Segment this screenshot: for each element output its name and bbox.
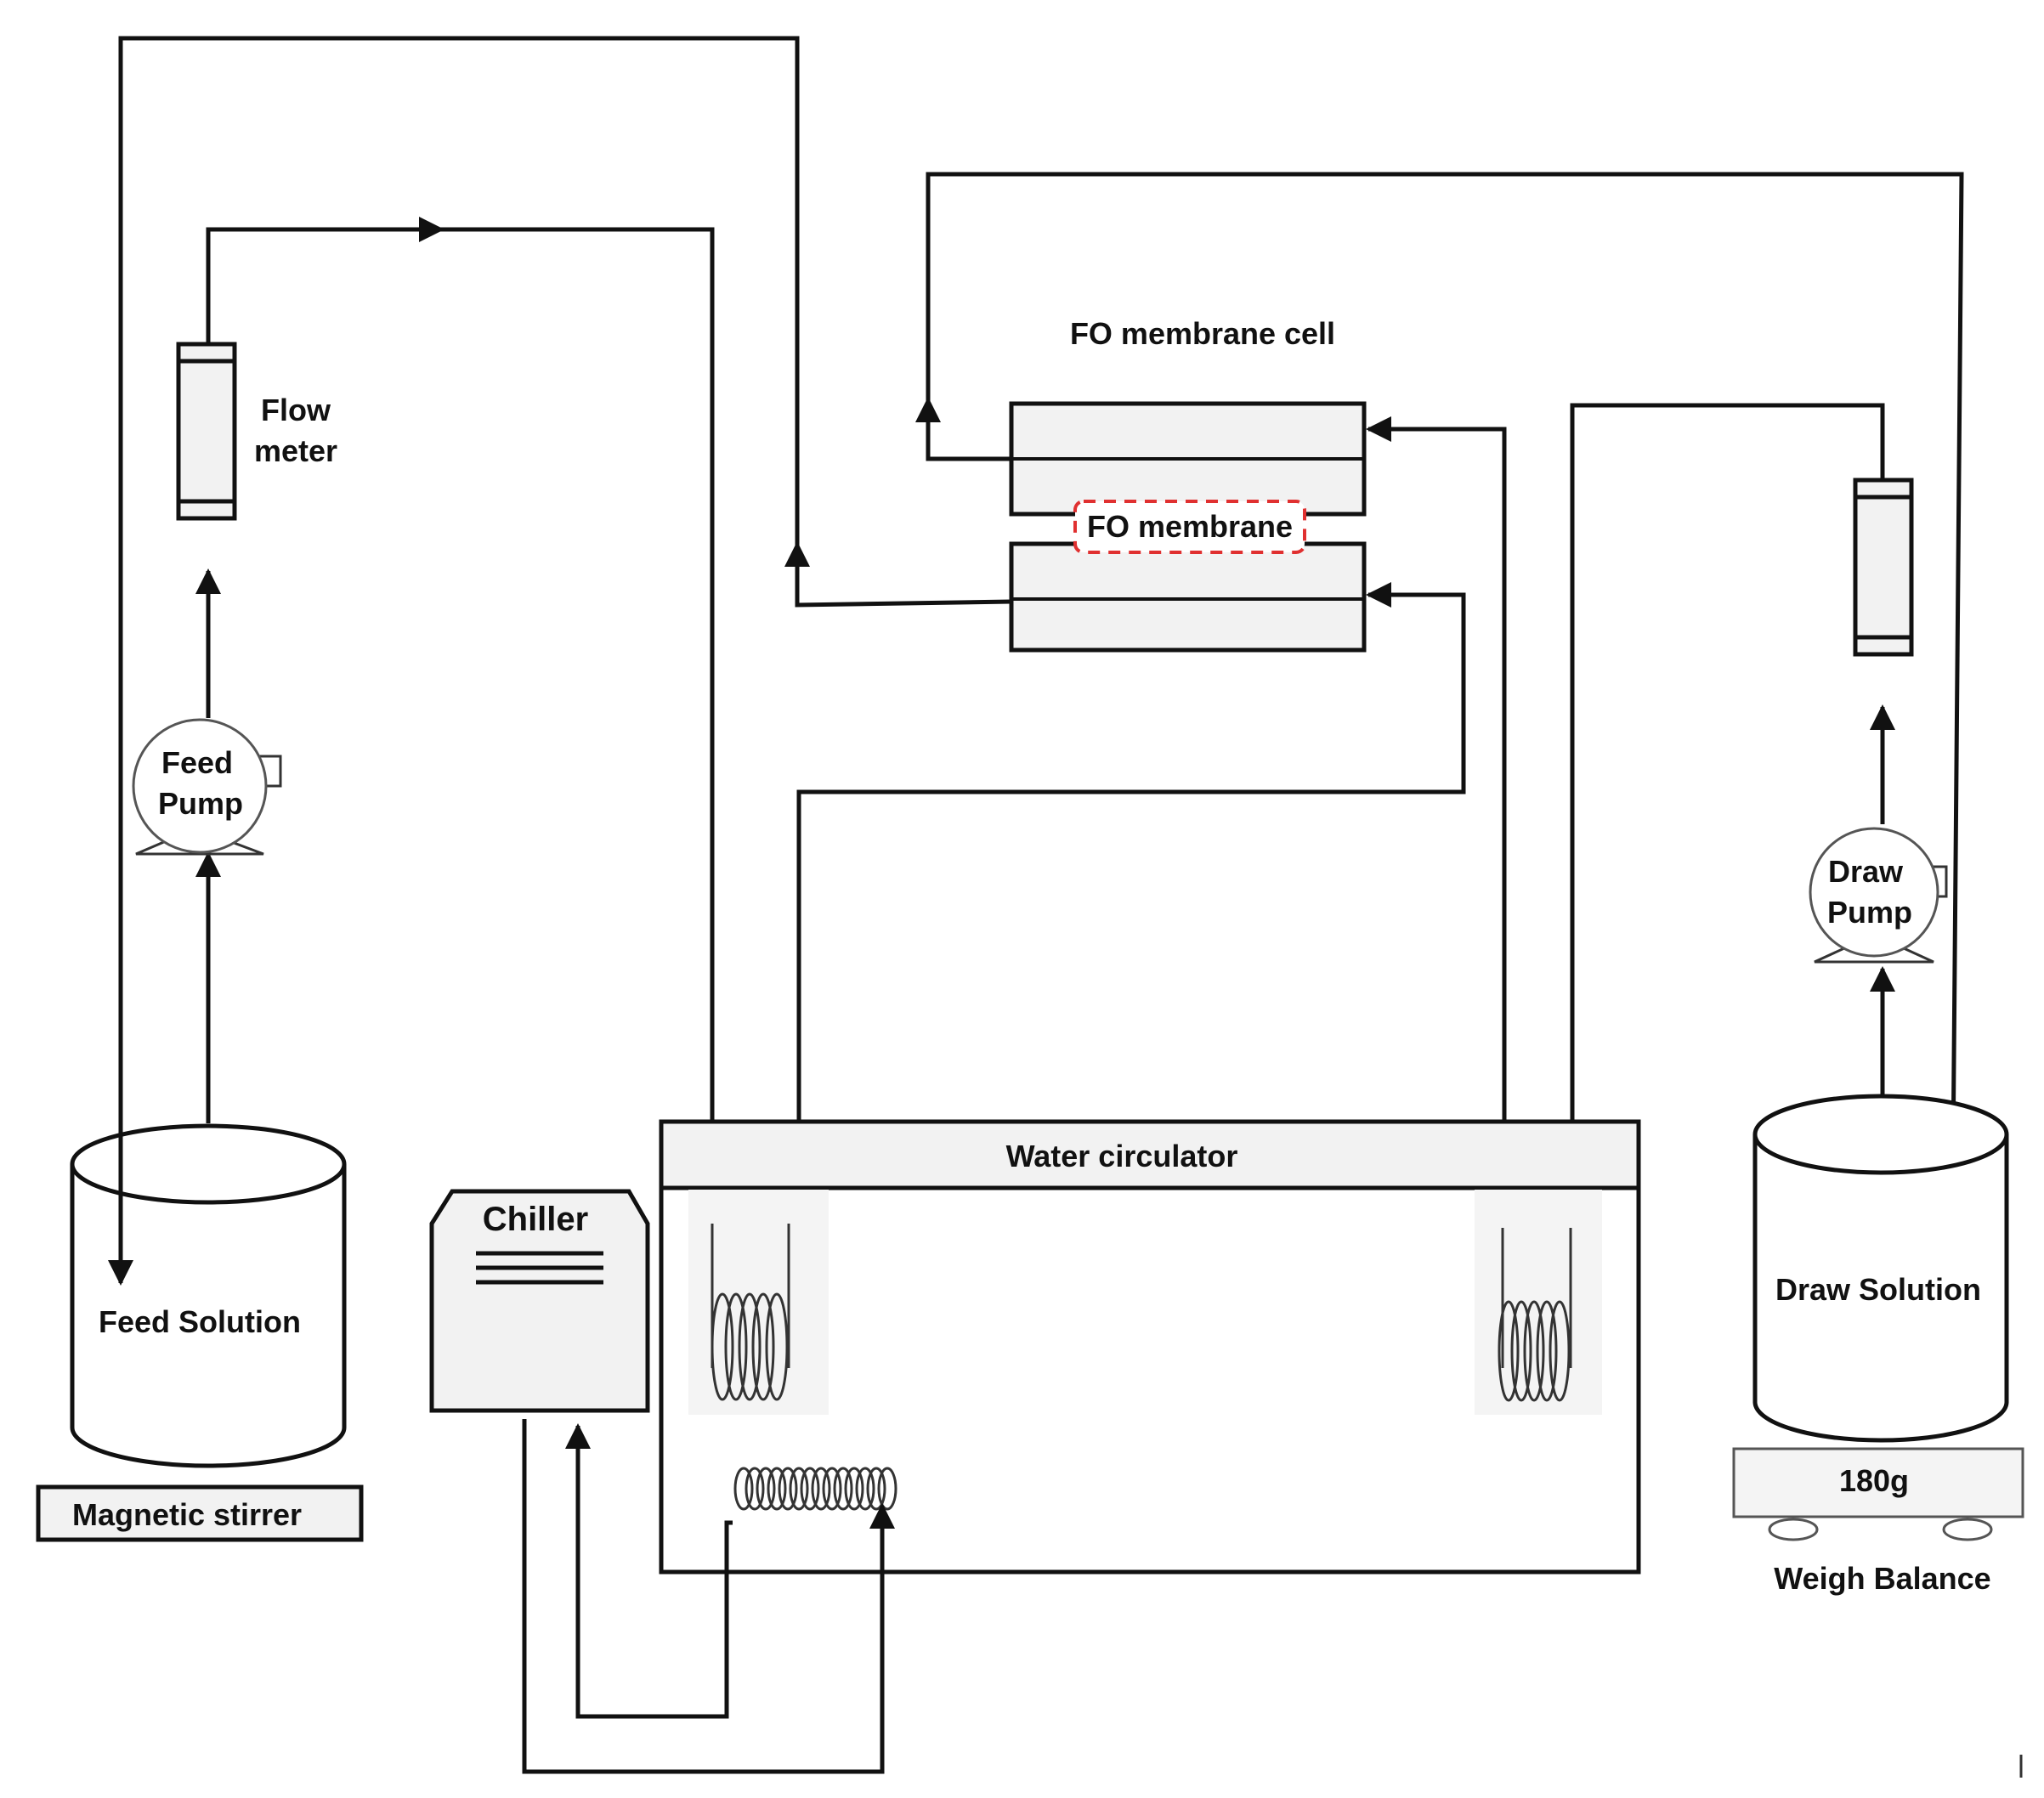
pipe-draw-outlet: [915, 397, 1011, 461]
feed-pump: Feed Pump: [132, 718, 282, 856]
draw-solution-label: Draw Solution: [1775, 1272, 1981, 1307]
left-coil: [711, 1224, 790, 1401]
magnetic-stirrer: Magnetic stirrer: [36, 1484, 364, 1542]
feed-flow-meter: Flow meter: [176, 342, 337, 521]
feed-solution-tank: Feed Solution: [70, 1123, 347, 1468]
pipe-feed-to-coil: [442, 227, 715, 1228]
draw-pump-label-1: Draw: [1828, 854, 1904, 889]
fo-membrane-cell-label: FO membrane cell: [1070, 316, 1335, 351]
weigh-balance-label: Weigh Balance: [1774, 1561, 1990, 1596]
draw-flow-meter: [1853, 478, 1914, 657]
feed-pump-label-2: Pump: [158, 786, 243, 821]
pipe-chiller-return: [565, 1423, 733, 1719]
pipe-feed-inlet: [796, 582, 1466, 1228]
chiller-label: Chiller: [483, 1201, 588, 1238]
pipe-draw-inlet: [1366, 416, 1507, 1228]
feed-pump-label-1: Feed: [161, 745, 233, 780]
feed-solution-label: Feed Solution: [99, 1304, 301, 1339]
pipe-draw-return: [926, 172, 1967, 1162]
pipe-coil-to-draw-flow-meter: [1570, 403, 1885, 1228]
pipe-feed-outlet: [784, 541, 1012, 608]
weigh-balance: 180g Weigh Balance: [1732, 1447, 2024, 1596]
pipe-chiller-supply: [522, 1419, 895, 1774]
fo-membrane: [1073, 500, 1306, 554]
draw-pump-label-2: Pump: [1827, 895, 1912, 930]
feed-channel: [1009, 541, 1367, 653]
balance-reading: 180g: [1839, 1463, 1909, 1498]
water-circulator: Water circulator: [659, 1119, 1641, 1575]
water-circulator-label: Water circulator: [1006, 1139, 1238, 1173]
right-coil: [1498, 1228, 1572, 1402]
fo-membrane-label: FO membrane: [1087, 509, 1293, 544]
chiller: Chiller: [429, 1189, 650, 1413]
draw-pump: Draw Pump: [1809, 827, 1948, 964]
flow-meter-label-2: meter: [254, 433, 337, 468]
draw-solution-tank: Draw Solution: [1752, 1094, 2009, 1443]
fo-membrane-cell: FO membrane: [1009, 401, 1367, 653]
pipe-flow-meter-top: [206, 217, 444, 344]
pipe-feed-return: [108, 36, 800, 1286]
chiller-coil: [733, 1467, 897, 1511]
flow-meter-label-1: Flow: [261, 393, 331, 427]
magnetic-stirrer-label: Magnetic stirrer: [72, 1497, 302, 1532]
